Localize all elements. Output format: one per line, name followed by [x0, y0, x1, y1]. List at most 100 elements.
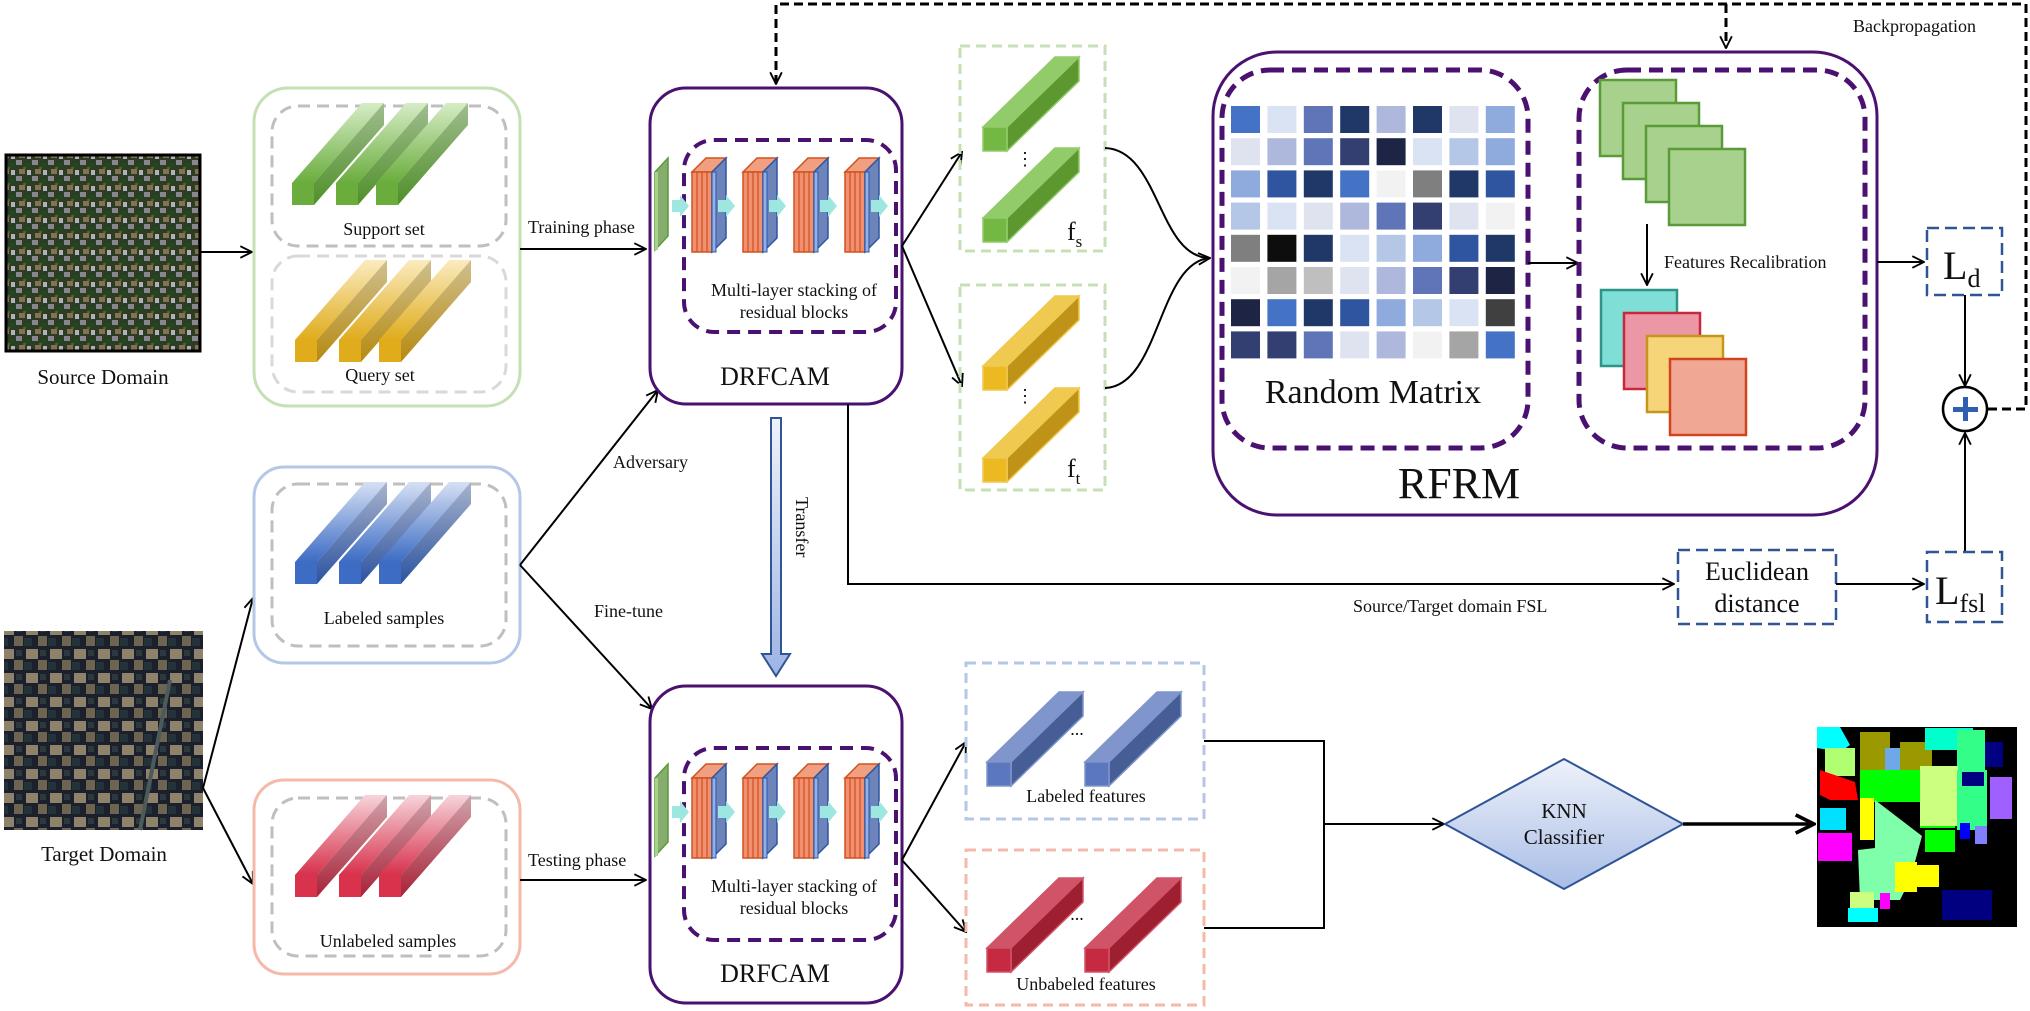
matrix-cell — [1485, 138, 1515, 166]
matrix-cell — [1267, 202, 1297, 230]
sample-bar — [379, 482, 471, 584]
query-set-box — [270, 254, 508, 394]
lfsl-label: Lfsl — [1935, 568, 1985, 618]
matrix-cell — [1485, 331, 1515, 359]
matrix-cell — [1376, 234, 1406, 262]
flow-arrow-icon — [718, 195, 735, 217]
flow-arrow-icon — [672, 801, 689, 823]
matrix-cell — [1340, 299, 1370, 327]
testing-phase-label: Testing phase — [528, 850, 626, 870]
matrix-cell — [1303, 202, 1333, 230]
matrix-cell — [1449, 202, 1479, 230]
matrix-cell — [1267, 170, 1297, 198]
labeled-features-label: Labeled features — [1026, 786, 1145, 806]
feature-bar — [985, 876, 1085, 974]
matrix-cell — [1267, 267, 1297, 294]
labeled-samples-container: Labeled samples — [252, 465, 522, 665]
fs-merge-curve — [1104, 147, 1211, 259]
matrix-cell — [1303, 331, 1333, 359]
euclidean-line1: Euclidean — [1705, 557, 1809, 586]
matrix-cell — [1376, 138, 1406, 166]
matrix-cell — [1303, 170, 1333, 198]
support-set-box — [270, 104, 508, 248]
euclidean-line2: distance — [1714, 589, 1799, 618]
residual-block — [741, 156, 786, 254]
matrix-cell — [1340, 170, 1370, 198]
transfer-arrow: Transfer — [760, 417, 812, 678]
matrix-cell — [1231, 202, 1260, 230]
sample-bar — [295, 482, 387, 584]
drfcam-train: Multi-layer stacking of residual blocks … — [648, 86, 904, 406]
drfcam-to-ft-arrow — [901, 245, 962, 386]
matrix-cell — [1376, 106, 1406, 133]
target-domain-label: Target Domain — [41, 842, 167, 866]
matrix-cell — [1449, 234, 1479, 262]
matrix-cell — [1413, 234, 1442, 262]
recalibration-box — [1576, 67, 1868, 451]
target-feature-bars — [981, 294, 1081, 484]
matrix-cell — [1231, 299, 1260, 327]
matrix-cell — [1231, 234, 1260, 262]
sample-bar — [336, 103, 428, 205]
adversary-label: Adversary — [613, 452, 688, 472]
matrix-cell — [1449, 299, 1479, 327]
drfcam-train-label: DRFCAM — [720, 362, 830, 391]
residual-block — [690, 762, 735, 860]
matrix-cell — [1413, 170, 1442, 198]
fine-tune-arrow — [519, 564, 652, 709]
labeled-feature-bars — [985, 690, 1183, 788]
flow-arrow-icon — [769, 801, 786, 823]
rfrm-label: RFRM — [1398, 459, 1520, 508]
feature-bar — [1083, 690, 1183, 788]
drfcam-test: Multi-layer stacking of residual blocks … — [648, 684, 904, 1005]
matrix-cell — [1376, 299, 1406, 327]
residual-block — [741, 762, 786, 860]
unlabeled-feature-bars — [985, 876, 1183, 974]
matrix-cell — [1303, 234, 1333, 262]
matrix-cell — [1485, 299, 1515, 327]
random-matrix-grid — [1231, 106, 1515, 359]
matrix-cell — [1449, 267, 1479, 294]
matrix-cell — [1267, 234, 1297, 262]
feature-bar — [1083, 876, 1183, 974]
adversary-arrow — [519, 390, 658, 566]
matrix-cell — [1340, 138, 1370, 166]
matrix-cell — [1303, 267, 1333, 294]
recalibration-label: Features Recalibration — [1664, 252, 1826, 272]
fs-ellipsis: ⋮ — [1016, 149, 1034, 169]
unlabeled-features-label: Unbabeled features — [1016, 974, 1155, 994]
input-feature-maps — [1598, 78, 1747, 227]
feature-bar — [981, 386, 1081, 484]
flow-arrow-icon — [820, 195, 837, 217]
knn-line2: Classifier — [1524, 825, 1604, 849]
residual-block — [843, 156, 888, 254]
matrix-cell — [1413, 202, 1442, 230]
matrix-cell — [1267, 299, 1297, 327]
query-set-bars — [295, 260, 471, 362]
matrix-cell — [1485, 234, 1515, 262]
labeled-features-ellipsis: ... — [1070, 719, 1084, 739]
residual-block — [690, 156, 735, 254]
matrix-cell — [1485, 267, 1515, 294]
matrix-cell — [1376, 170, 1406, 198]
matrix-cell — [1449, 331, 1479, 359]
backpropagation-label: Backpropagation — [1853, 16, 1976, 36]
drfcam-to-unlabeled-features-arrow — [901, 859, 966, 932]
random-matrix-box — [1219, 67, 1531, 451]
target-features-box: ⋮ ft — [958, 283, 1107, 492]
matrix-cell — [1340, 106, 1370, 133]
matrix-cell — [1340, 331, 1370, 359]
rfrm-module: Random Matrix Features Recalibration RFR… — [1211, 50, 1879, 517]
recalibrated-feature-maps — [1599, 288, 1748, 437]
flow-arrow-icon — [769, 195, 786, 217]
matrix-cell — [1449, 138, 1479, 166]
matrix-cell — [1231, 331, 1260, 359]
ld-label: Ld — [1943, 243, 1980, 293]
matrix-cell — [1231, 106, 1260, 133]
matrix-cell — [1413, 331, 1442, 359]
fsl-label: Source/Target domain FSL — [1353, 596, 1547, 616]
target-to-labeled-arrow — [202, 598, 253, 789]
sample-bar — [339, 482, 431, 584]
drfcam-test-inner-line1: Multi-layer stacking of — [711, 876, 877, 896]
residual-blocks-train — [654, 156, 888, 254]
